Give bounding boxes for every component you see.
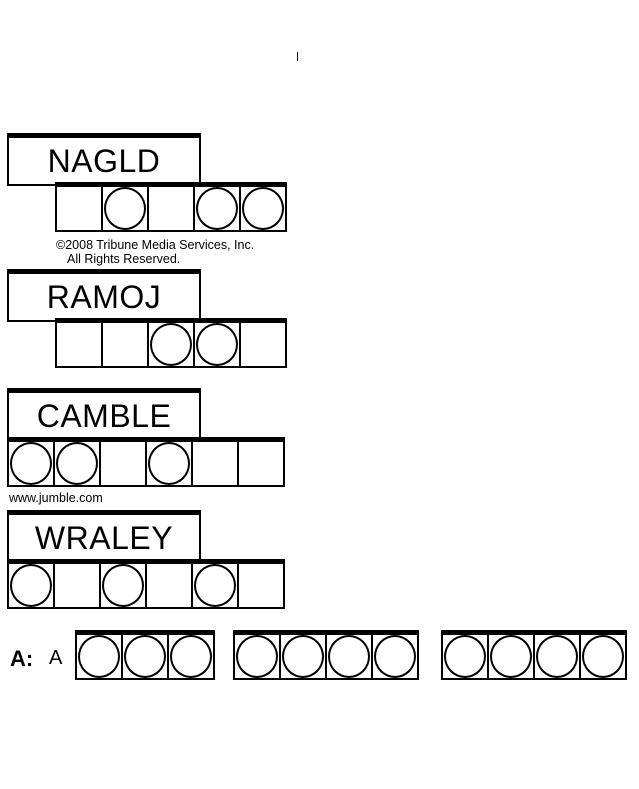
answer-group-2-cell-2-circled[interactable] <box>279 630 327 680</box>
word-1-cell-2-circled[interactable] <box>101 182 149 232</box>
word-4-cell-3-circled[interactable] <box>99 559 147 609</box>
answer-row-3 <box>7 437 285 487</box>
word-4-cell-2[interactable] <box>53 559 101 609</box>
copyright-line-1: ©2008 Tribune Media Services, Inc. <box>56 238 255 252</box>
answer-group-3-cell-3-circled[interactable] <box>533 630 581 680</box>
word-1-cell-3[interactable] <box>147 182 195 232</box>
word-2-cell-1[interactable] <box>55 318 103 368</box>
word-1-cell-5-circled[interactable] <box>239 182 287 232</box>
answer-group-1-cell-3-circled[interactable] <box>167 630 215 680</box>
word-3-cell-2-circled[interactable] <box>53 437 101 487</box>
word-4-cell-4[interactable] <box>145 559 193 609</box>
answer-prefix: A <box>49 647 63 669</box>
copyright-line-2: All Rights Reserved. <box>67 252 181 266</box>
scrambled-word-2: RAMOJ <box>7 269 201 322</box>
answer-row-4 <box>7 559 285 609</box>
answer-group-2-cell-3-circled[interactable] <box>325 630 373 680</box>
word-2-cell-2[interactable] <box>101 318 149 368</box>
scrambled-word-1-text: NAGLD <box>47 142 161 179</box>
word-4-cell-5-circled[interactable] <box>191 559 239 609</box>
word-1-cell-1[interactable] <box>55 182 103 232</box>
scrambled-word-1: NAGLD <box>7 133 201 186</box>
word-2-cell-3-circled[interactable] <box>147 318 195 368</box>
answer-group-3-cell-1-circled[interactable] <box>441 630 489 680</box>
answer-row-1 <box>55 182 287 232</box>
answer-row-2 <box>55 318 287 368</box>
word-2-cell-5[interactable] <box>239 318 287 368</box>
scrambled-word-3-text: CAMBLE <box>36 397 172 434</box>
website-link[interactable]: www.jumble.com <box>9 491 103 505</box>
answer-group-3 <box>441 630 627 680</box>
scrambled-word-4-text: WRALEY <box>34 519 174 556</box>
word-3-cell-5[interactable] <box>191 437 239 487</box>
word-2-cell-4-circled[interactable] <box>193 318 241 368</box>
word-4-cell-6[interactable] <box>237 559 285 609</box>
word-1-cell-4-circled[interactable] <box>193 182 241 232</box>
scrambled-word-3: CAMBLE <box>7 388 201 441</box>
answer-group-1-cell-1-circled[interactable] <box>75 630 123 680</box>
answer-label: A: <box>10 646 34 671</box>
word-3-cell-6[interactable] <box>237 437 285 487</box>
answer-group-2-cell-1-circled[interactable] <box>233 630 281 680</box>
answer-group-1-cell-2-circled[interactable] <box>121 630 169 680</box>
word-3-cell-4-circled[interactable] <box>145 437 193 487</box>
answer-group-1 <box>75 630 215 680</box>
word-3-cell-3[interactable] <box>99 437 147 487</box>
answer-group-3-cell-2-circled[interactable] <box>487 630 535 680</box>
answer-group-2 <box>233 630 419 680</box>
answer-group-3-cell-4-circled[interactable] <box>579 630 627 680</box>
top-tick-mark <box>297 52 298 61</box>
word-3-cell-1-circled[interactable] <box>7 437 55 487</box>
scrambled-word-2-text: RAMOJ <box>46 278 162 315</box>
word-4-cell-1-circled[interactable] <box>7 559 55 609</box>
copyright-notice: ©2008 Tribune Media Services, Inc. All R… <box>56 238 254 266</box>
answer-group-2-cell-4-circled[interactable] <box>371 630 419 680</box>
scrambled-word-4: WRALEY <box>7 510 201 563</box>
